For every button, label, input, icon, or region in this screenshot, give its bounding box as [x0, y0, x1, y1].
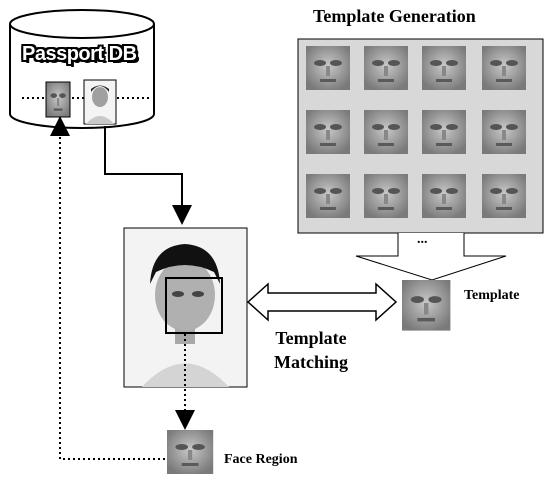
matching-double-arrow — [246, 282, 398, 322]
template-thumb — [402, 280, 451, 331]
template-matching-label: Template Matching — [274, 326, 348, 374]
db-face-thumb-1 — [46, 82, 71, 118]
db-to-photo-arrow — [104, 126, 192, 225]
template-label: Template — [464, 288, 520, 303]
matching-line-1: Template — [275, 328, 347, 348]
face-to-db-dotted-arrow — [50, 116, 165, 460]
face-region-thumb — [167, 430, 214, 474]
template-ellipsis: ... — [417, 232, 428, 247]
passport-db-title: Passport DB — [22, 43, 137, 65]
matching-line-2: Matching — [274, 352, 348, 372]
passport-db-cylinder — [9, 9, 155, 129]
portrait-photo — [123, 227, 248, 388]
face-region-label: Face Region — [224, 452, 298, 467]
template-generation-title: Template Generation — [313, 6, 476, 26]
db-passport-photo — [83, 79, 117, 125]
template-funnel-arrow — [355, 233, 507, 281]
face-detection-box — [165, 277, 223, 334]
template-grid — [297, 38, 544, 234]
